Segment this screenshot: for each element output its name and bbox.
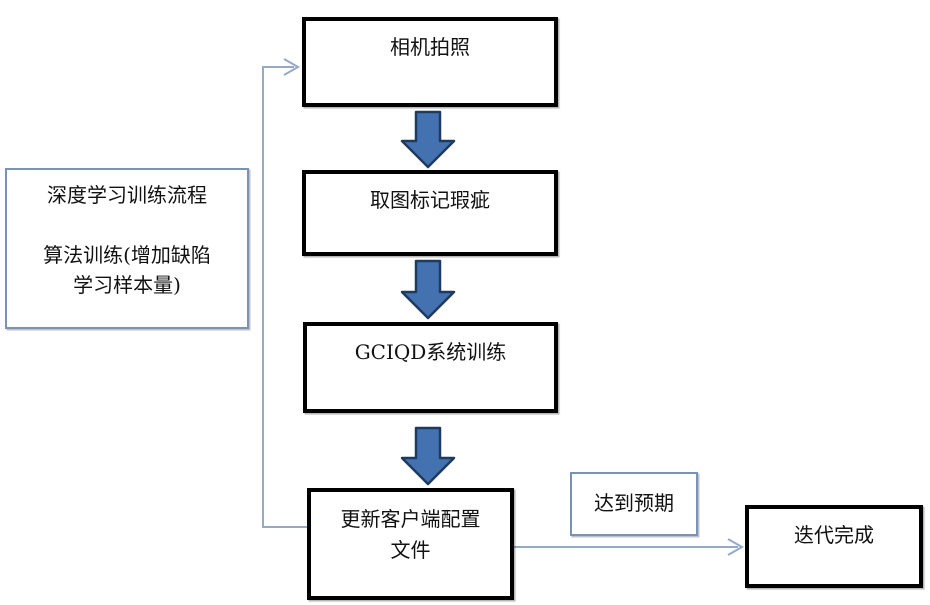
node-camera-capture: 相机拍照 [302,17,558,107]
node-update-config-label-line2: 文件 [390,538,431,562]
down-block-arrow-1-icon [400,110,456,169]
node-iteration-done: 迭代完成 [745,505,923,588]
side-note-line2: 算法训练(增加缺陷 [43,243,211,267]
node-mark-defects-label: 取图标记瑕疵 [370,188,490,212]
node-update-config: 更新客户端配置 文件 [307,488,514,600]
side-note-blank-line [7,210,247,240]
condition-label-box: 达到预期 [570,472,698,536]
feedback-connector-line [262,66,307,528]
node-iteration-done-label: 迭代完成 [794,523,874,547]
down-block-arrow-2-icon [400,259,456,320]
node-mark-defects: 取图标记瑕疵 [302,170,558,256]
side-note-line3: 学习样本量) [73,273,181,297]
node-system-training: GCIQD系统训练 [303,322,558,413]
down-block-arrow-3-icon [400,426,456,486]
condition-label: 达到预期 [594,491,674,515]
achieved-arrowhead-icon [727,538,745,556]
node-camera-capture-label: 相机拍照 [390,35,470,59]
feedback-arrowhead-icon [283,58,301,76]
node-update-config-label-line1: 更新客户端配置 [340,507,481,531]
side-note-line1: 深度学习训练流程 [47,183,207,207]
node-system-training-label: GCIQD系统训练 [354,340,507,364]
side-note-box: 深度学习训练流程 算法训练(增加缺陷 学习样本量) [5,168,249,329]
